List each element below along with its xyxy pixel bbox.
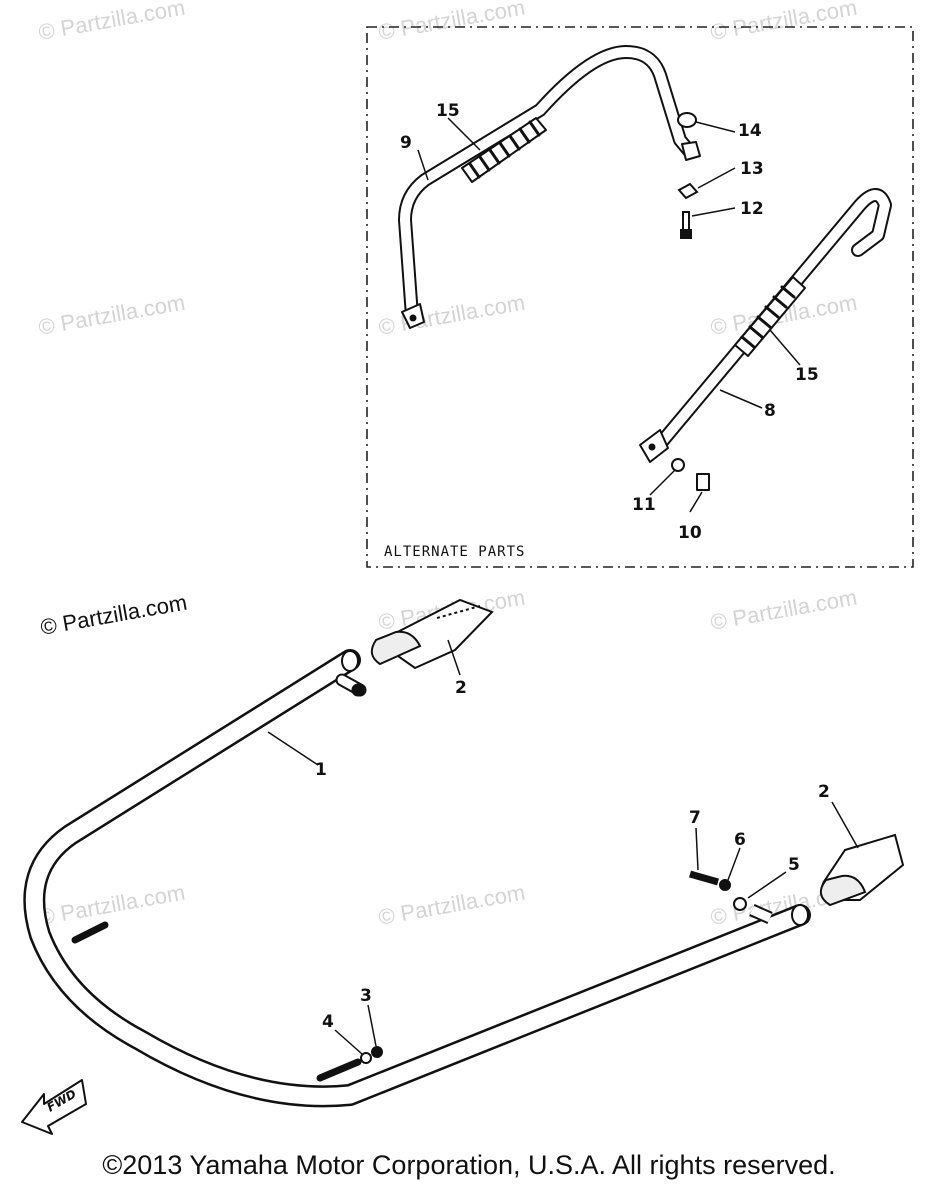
alternate-parts-box [366,26,914,568]
watermark: © Partzilla.com [37,880,187,930]
copyright-notice: ©2013 Yamaha Motor Corporation, U.S.A. A… [102,1150,836,1180]
callout-2-top: 2 [455,678,467,698]
watermark: © Partzilla.com [709,0,859,45]
callout-9: 9 [400,133,412,153]
watermark: © Partzilla.com [37,290,187,340]
hardware-3-4 [360,1046,383,1064]
part-2-end-cap-right [819,833,905,907]
part-2-end-cap-top [370,598,494,670]
callout-1: 1 [315,760,327,780]
hardware-12-13-14 [677,112,699,239]
part-8-grab-bar [639,188,892,491]
part-1-bumper-bar [23,649,811,1108]
part-9-grab-bar [398,45,701,329]
callout-12: 12 [740,199,764,219]
callout-3: 3 [360,986,372,1006]
watermark: © Partzilla.com [37,0,187,45]
callout-2-right: 2 [818,782,830,802]
callout-14: 14 [738,121,762,141]
callout-5: 5 [788,855,800,875]
watermark: © Partzilla.com [377,290,527,340]
watermark-primary: © Partzilla.com [39,590,189,640]
callouts: 1 2 2 3 4 5 6 7 8 9 10 11 12 13 14 15 15 [315,101,830,1032]
callout-13: 13 [740,159,764,179]
hardware-5-6-7 [689,870,773,924]
callout-15-right: 15 [795,365,819,385]
watermark: © Partzilla.com [709,585,859,635]
callout-10: 10 [678,523,702,543]
alternate-parts-label: ALTERNATE PARTS [384,544,525,560]
callout-15-top: 15 [436,101,460,121]
callout-4: 4 [322,1012,334,1032]
watermark: © Partzilla.com [377,0,527,45]
watermark: © Partzilla.com [377,880,527,930]
fwd-arrow-icon: FWD [21,1079,87,1135]
callout-11: 11 [632,495,656,515]
leader-lines [267,117,859,1055]
callout-7: 7 [689,808,701,828]
callout-8: 8 [764,401,776,421]
callout-6: 6 [734,830,746,850]
